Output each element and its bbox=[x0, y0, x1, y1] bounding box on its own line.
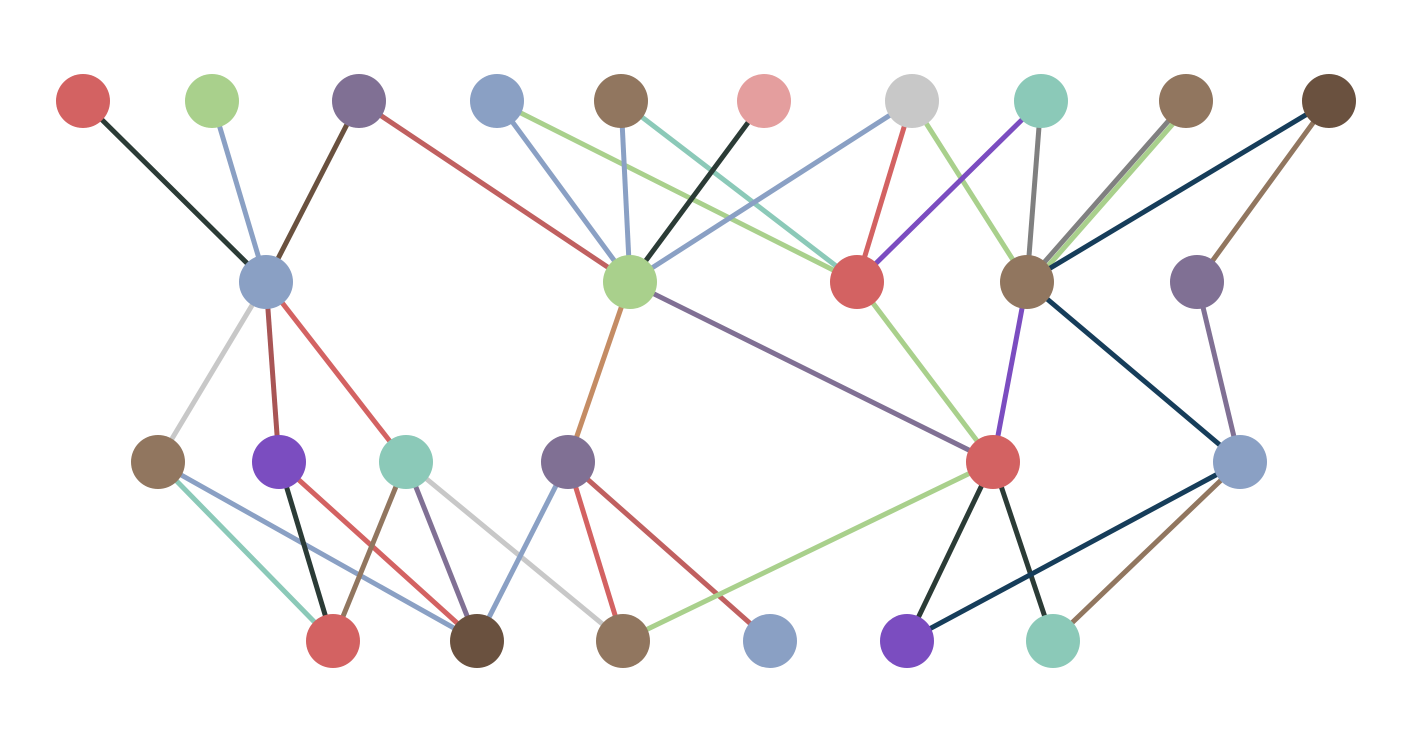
edge-b1-c3 bbox=[565, 281, 633, 463]
node-d0 bbox=[306, 614, 360, 668]
edge-a8-b3 bbox=[1032, 99, 1195, 284]
edge-a6-b1 bbox=[628, 98, 914, 285]
node-b0 bbox=[239, 255, 293, 309]
edge-a0-b0 bbox=[81, 99, 268, 284]
edge-c3-d3 bbox=[566, 460, 772, 643]
edge-c1-d1 bbox=[277, 460, 479, 643]
node-d2 bbox=[596, 614, 650, 668]
node-c4 bbox=[966, 435, 1020, 489]
edge-b0-c1 bbox=[263, 281, 282, 463]
edge-c5-d4 bbox=[905, 459, 1242, 644]
edge-c4-d2 bbox=[621, 459, 995, 644]
node-a4 bbox=[594, 74, 648, 128]
edge-a4-b1 bbox=[618, 100, 633, 283]
edge-c0-d1 bbox=[156, 459, 479, 644]
edge-c0-d0 bbox=[156, 460, 335, 643]
node-c1 bbox=[252, 435, 306, 489]
edge-b0-c0 bbox=[155, 280, 269, 464]
edge-c2-d0 bbox=[330, 461, 409, 642]
edges-group bbox=[81, 98, 1332, 644]
edge-a7-b3 bbox=[1024, 100, 1044, 283]
node-b3 bbox=[1000, 255, 1054, 309]
node-b2 bbox=[830, 255, 884, 309]
edge-a2-b0 bbox=[263, 99, 362, 284]
edge-b2-c4 bbox=[855, 280, 995, 464]
edge-c3-d2 bbox=[565, 461, 626, 642]
edge-b3-c4 bbox=[990, 281, 1030, 463]
nodes-group bbox=[56, 74, 1356, 668]
node-c2 bbox=[379, 435, 433, 489]
node-d1 bbox=[450, 614, 504, 668]
edge-a6-b3 bbox=[909, 99, 1030, 284]
edge-c2-d1 bbox=[403, 461, 480, 642]
node-b1 bbox=[603, 255, 657, 309]
node-a9 bbox=[1302, 74, 1356, 128]
edge-b3-c5 bbox=[1025, 280, 1242, 464]
edge-c1-d0 bbox=[276, 461, 336, 642]
edge-a7-b2 bbox=[855, 99, 1043, 284]
edge-b4-c5 bbox=[1194, 281, 1243, 463]
edge-c3-d1 bbox=[474, 460, 571, 643]
edge-b0-c2 bbox=[264, 280, 408, 464]
node-a7 bbox=[1014, 74, 1068, 128]
node-d5 bbox=[1026, 614, 1080, 668]
edge-a3-b1 bbox=[494, 99, 633, 284]
node-a0 bbox=[56, 74, 110, 128]
node-c0 bbox=[131, 435, 185, 489]
node-c5 bbox=[1213, 435, 1267, 489]
node-d3 bbox=[743, 614, 797, 668]
node-a8 bbox=[1159, 74, 1213, 128]
node-a6 bbox=[885, 74, 939, 128]
edge-c4-d4 bbox=[904, 460, 996, 643]
node-a2 bbox=[332, 74, 386, 128]
edge-a8-b3 bbox=[1025, 99, 1188, 284]
edge-a1-b0 bbox=[209, 100, 269, 283]
edge-a6-b2 bbox=[854, 100, 915, 283]
edge-c5-d5 bbox=[1051, 460, 1242, 643]
edge-a3-b2 bbox=[495, 98, 859, 285]
edge-c4-d5 bbox=[990, 461, 1056, 642]
node-b4 bbox=[1170, 255, 1224, 309]
node-d4 bbox=[880, 614, 934, 668]
node-a3 bbox=[470, 74, 524, 128]
node-c3 bbox=[541, 435, 595, 489]
edge-a5-b1 bbox=[627, 99, 767, 284]
edge-b1-c4 bbox=[628, 279, 995, 465]
edge-a4-b2 bbox=[619, 99, 859, 284]
node-a1 bbox=[185, 74, 239, 128]
edge-c2-d2 bbox=[404, 460, 625, 643]
edge-a9-b4 bbox=[1194, 99, 1332, 284]
edge-a9-b3 bbox=[1025, 98, 1331, 285]
edge-a2-b1 bbox=[357, 98, 632, 285]
node-a5 bbox=[737, 74, 791, 128]
